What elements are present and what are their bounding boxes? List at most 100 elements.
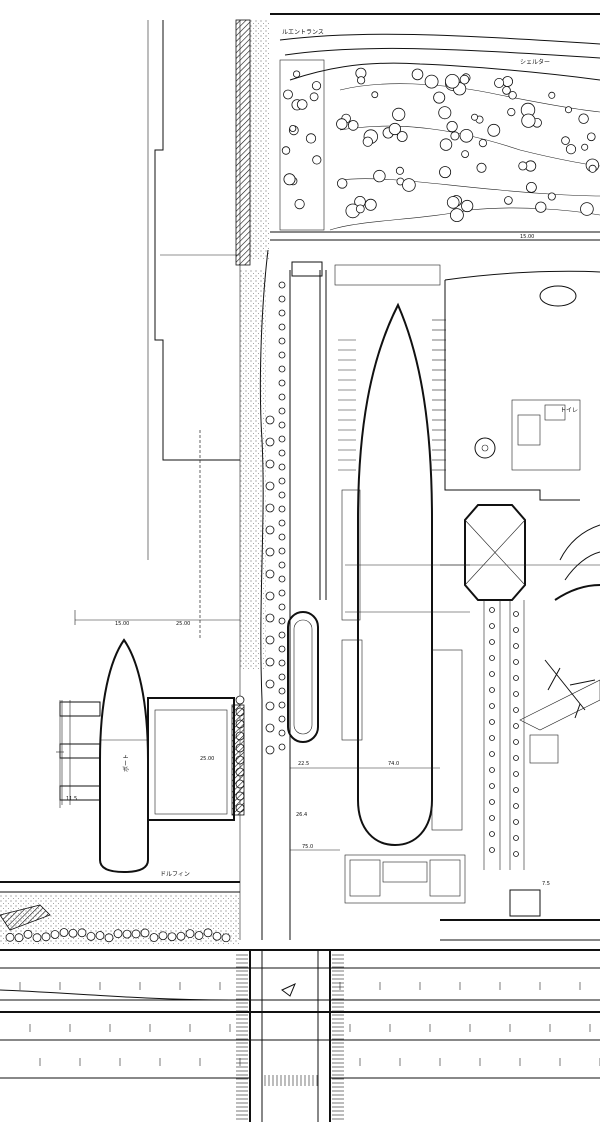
tree-icon [278, 477, 286, 485]
tree-icon [281, 146, 291, 155]
tree-icon [122, 929, 132, 939]
tree-icon [278, 491, 286, 499]
tree-icon [513, 627, 519, 633]
tree-icon [86, 931, 96, 941]
tree-icon [278, 659, 286, 667]
tree-icon [265, 547, 275, 557]
tree-icon [140, 928, 150, 938]
tree-icon [513, 659, 519, 665]
tree-icon [489, 623, 495, 629]
tree-icon [489, 735, 495, 741]
tree-icon [278, 519, 286, 527]
tree-icon [373, 169, 386, 183]
tree-icon [471, 113, 479, 121]
tree-icon [283, 173, 296, 186]
tree-icon [513, 675, 519, 681]
tree-icon [265, 701, 275, 711]
tree-icon [278, 715, 286, 723]
tree-icon [438, 106, 452, 120]
pier [100, 697, 245, 821]
tree-icon [32, 933, 42, 943]
bottom-roads [0, 889, 600, 1122]
tree-icon [296, 99, 308, 110]
tree-icon [402, 178, 416, 192]
boat-shape [59, 638, 149, 874]
tree-icon [265, 591, 275, 601]
dim-15: 15.00 [115, 621, 129, 627]
tree-icon [278, 701, 286, 709]
tree-icon [502, 86, 511, 95]
tree-icon [461, 199, 474, 213]
park-trees [281, 67, 600, 223]
tree-icon [439, 166, 452, 179]
tree-icon [489, 607, 495, 613]
tree-icon [278, 505, 286, 513]
tree-icon [513, 771, 519, 777]
tree-icon [337, 178, 348, 189]
tree-icon [278, 589, 286, 597]
tree-icon [504, 196, 513, 205]
tree-icon [424, 74, 439, 89]
dim-11-5: 11.5 [66, 796, 77, 802]
tree-icon [513, 611, 519, 617]
tree-icon [586, 132, 596, 142]
tree-icon [478, 139, 487, 148]
oval-pond [287, 611, 319, 743]
tree-icon [489, 783, 495, 789]
tree-icon [212, 931, 222, 941]
tree-icon [95, 931, 105, 940]
tree-icon [355, 204, 365, 214]
parking-stalls-left [338, 319, 446, 471]
tree-icon [283, 89, 293, 100]
tree-icon [278, 407, 286, 415]
dim-26: 26.4 [296, 812, 307, 818]
tree-icon [489, 815, 495, 821]
tree-icon [305, 133, 317, 144]
tree-icon [580, 202, 594, 216]
tree-icon [513, 835, 519, 841]
tree-icon [489, 655, 495, 661]
tree-icon [278, 421, 286, 429]
tree-icon [265, 459, 275, 469]
tree-icon [521, 113, 536, 128]
tree-icon [265, 503, 275, 513]
tree-icon [278, 337, 286, 345]
tree-icon [5, 932, 15, 942]
tree-icon [50, 930, 60, 939]
tree-icon [294, 199, 305, 210]
tree-icon [278, 617, 286, 625]
road-crosswalks [236, 954, 344, 1120]
tree-icon [513, 819, 519, 825]
tree-icon [278, 575, 286, 583]
tree-icon [433, 91, 446, 104]
tree-icon [265, 679, 275, 689]
boat-label: ボート [122, 754, 130, 772]
tree-icon [548, 91, 556, 99]
tree-icon [265, 745, 275, 755]
tree-icon [411, 68, 424, 81]
tree-icon [265, 635, 275, 645]
tree-icon [489, 799, 495, 805]
tree-icon [131, 929, 141, 939]
tree-icon [312, 155, 322, 165]
tree-icon [265, 415, 275, 425]
dim-25b: 25.00 [200, 756, 214, 762]
tree-icon [396, 131, 408, 142]
ship-building [341, 302, 470, 904]
tree-icon [14, 933, 24, 943]
dim-25: 25.00 [176, 621, 190, 627]
quay-wall [235, 19, 270, 266]
tree-icon [489, 639, 495, 645]
tree-icon [489, 719, 495, 725]
tree-icon [476, 162, 487, 173]
tree-icon [565, 144, 577, 155]
dolphin-label: ドルフィン [160, 871, 190, 878]
tree-icon [23, 929, 33, 939]
tree-icon [278, 323, 286, 331]
tree-icon [513, 755, 519, 761]
tree-icon [578, 113, 589, 124]
tree-icon [461, 150, 470, 159]
tree-icon [336, 118, 348, 130]
tree-icon [278, 449, 286, 457]
tree-icon [41, 932, 51, 942]
